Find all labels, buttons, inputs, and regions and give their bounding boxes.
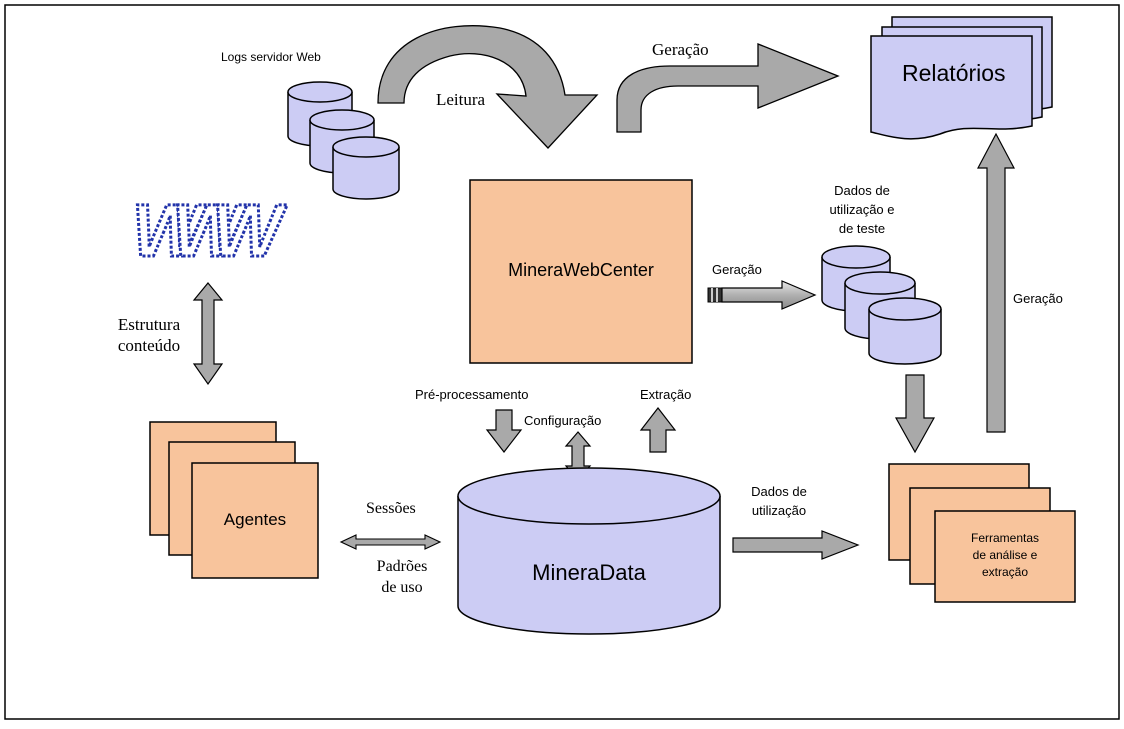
minerawebcenter-box	[469, 179, 693, 364]
agentes-icon	[149, 421, 319, 579]
webcenter-label: MineraWebCenter	[508, 260, 654, 280]
geracao-top-arrow	[616, 43, 840, 133]
extracao-label: Extração	[640, 387, 692, 402]
leitura-arrow	[377, 25, 599, 149]
dados-to-ferramentas-arrow	[894, 374, 936, 454]
leitura-label: Leitura	[436, 90, 486, 109]
dados-teste-database-icon	[821, 245, 942, 365]
preprocessamento-arrow	[485, 409, 523, 453]
geracao-mid-arrow	[707, 280, 817, 310]
dados-utilizacao-label: Dados de utilização	[751, 484, 807, 518]
ferramentas-label: Ferramentas de análise e extração	[970, 531, 1040, 579]
mineradata-database-icon	[457, 467, 721, 635]
estrutura-double-arrow	[192, 282, 224, 386]
geracao-right-arrow	[977, 132, 1015, 433]
ferramentas-icon	[888, 463, 1076, 603]
diagram-frame	[4, 4, 1120, 720]
dados-utilizacao-arrow	[732, 530, 860, 560]
sessoes-padroes-double-arrow	[339, 534, 442, 550]
relatorios-icon	[870, 16, 1053, 140]
estrutura-label: Estrutura conteúdo	[117, 315, 181, 355]
geracao-top-label: Geração	[652, 40, 709, 59]
agentes-label: Agentes	[223, 510, 287, 529]
geracao-mid-label: Geração	[712, 262, 762, 277]
svg-text:W W W: W W W	[132, 189, 288, 272]
configuracao-label: Configuração	[524, 413, 602, 428]
padroes-label: Padrões de uso	[376, 558, 428, 596]
sessoes-label: Sessões	[366, 500, 416, 517]
relatorios-label: Relatórios	[902, 60, 1006, 86]
www-logo: W W W	[131, 188, 290, 274]
logs-label: Logs servidor Web	[221, 50, 321, 64]
logs-database-icon	[287, 81, 400, 200]
dados-teste-label: Dados de utilização e de teste	[829, 183, 895, 236]
preprocessamento-label: Pré-processamento	[415, 387, 529, 402]
extracao-arrow	[639, 407, 677, 453]
mineradata-label: MineraData	[532, 560, 646, 585]
geracao-right-label: Geração	[1013, 291, 1063, 306]
